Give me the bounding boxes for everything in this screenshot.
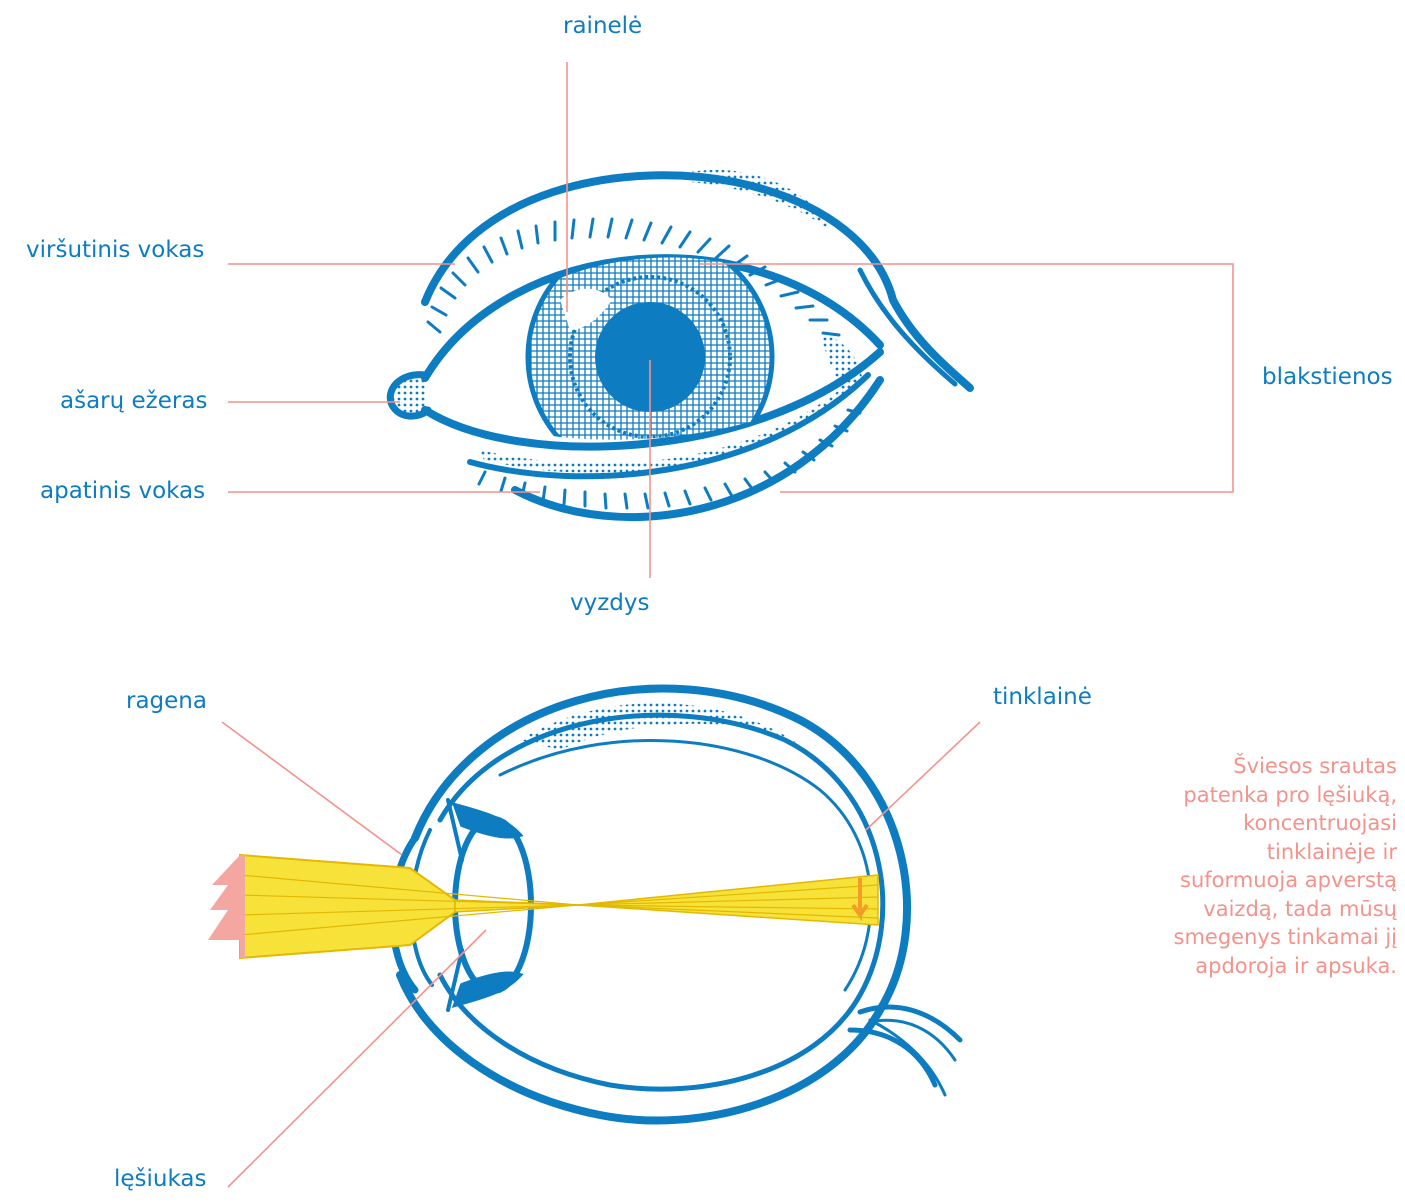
note-line: smegenys tinkamai jį [1097,923,1397,952]
label-eyelashes: blakstienos [1262,366,1393,389]
note-line: koncentruojasi [1097,809,1397,838]
label-lower-eyelid: apatinis vokas [40,480,205,503]
label-pupil: vyzdys [570,592,650,615]
note-line: patenka pro lęšiuką, [1097,781,1397,810]
label-retina: tinklainė [993,686,1092,709]
note-line: suformuoja apverstą [1097,866,1397,895]
label-tear-lake: ašarų ežeras [60,390,207,413]
note-line: apdoroja ir apsuka. [1097,952,1397,981]
explanation-note: Šviesos srautas patenka pro lęšiuką, kon… [1097,752,1397,980]
label-upper-eyelid: viršutinis vokas [26,239,204,262]
note-line: tinklainėje ir [1097,838,1397,867]
note-line: vaizdą, tada mūsų [1097,895,1397,924]
note-line: Šviesos srautas [1097,752,1397,781]
label-lens: lęšiukas [114,1168,206,1191]
label-iris: rainelė [563,15,642,38]
light-beam [240,855,878,958]
label-cornea: ragena [126,690,207,713]
